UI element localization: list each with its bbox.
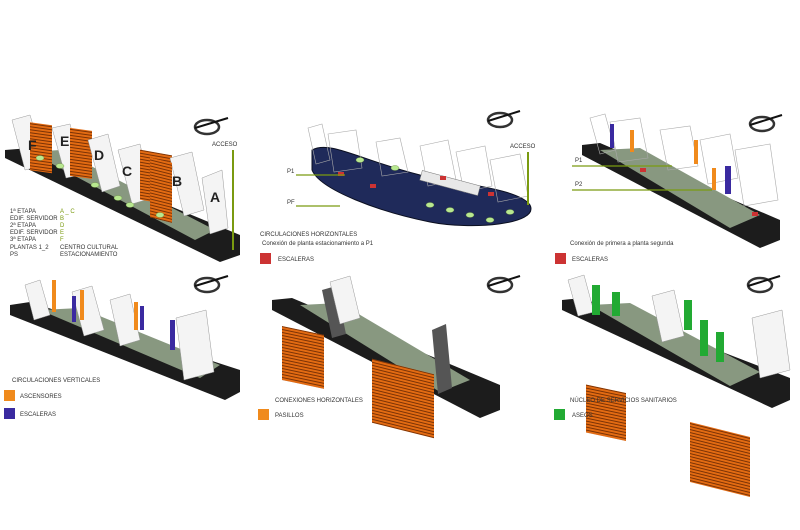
panel-2-title: CIRCULACIONES HORIZONTALES [260, 232, 357, 238]
facade-west [586, 384, 626, 442]
block-letter-a: A [210, 189, 220, 205]
facade-west [282, 325, 324, 389]
panel-3-upper-connection: P1 P2 Conexión de primera a planta segun… [555, 113, 783, 264]
legend-swatch-stairs [4, 408, 15, 419]
svg-text:1ª ETAPA: 1ª ETAPA [10, 208, 36, 215]
block-west-side [322, 286, 346, 338]
north-arrow-icon [193, 117, 229, 136]
north-arrow-icon [193, 275, 229, 294]
site-green [590, 303, 760, 386]
parking-slab [311, 146, 532, 227]
panel-2-subtitle: Conexión de planta estacionamiento a P1 [262, 241, 374, 247]
acceso-label: ACCESO [510, 144, 536, 150]
panel-2-horizontal-circulation: P1 PF ACCESO CIRCULACIONES HORIZONTALES … [260, 110, 536, 264]
legend-label-elevators: ASCENSORES [20, 394, 62, 400]
block-a-front [201, 169, 229, 235]
svg-text:PS: PS [10, 252, 18, 258]
legend-label-stairs: ESCALERAS [20, 412, 56, 418]
vertical-cores [52, 280, 175, 350]
level-pf-label: PF [287, 200, 295, 206]
svg-text:PLANTAS 1_2: PLANTAS 1_2 [10, 245, 49, 251]
svg-text:D: D [60, 223, 65, 229]
plaza-slab [419, 170, 481, 196]
legend-swatch-stairs [555, 253, 566, 264]
panel-5-corridors: CONEXIONES HORIZONTALES PASILLOS [258, 275, 521, 439]
north-arrow-icon [486, 110, 521, 129]
white-blocks [329, 275, 361, 325]
panel-4-title: CIRCULACIONES VERTICALES [12, 378, 100, 384]
legend-label-stairs: ESCALERAS [572, 257, 608, 263]
block-d-front [87, 133, 121, 193]
panel-3-subtitle: Conexión de primera a planta segunda [570, 241, 674, 247]
block-letter-b: B [172, 173, 182, 189]
legend-label-stairs: ESCALERAS [278, 257, 314, 263]
site-base [5, 148, 240, 262]
stair-marks [338, 172, 494, 196]
block-b-front [169, 151, 205, 217]
svg-text:EDIF. SERVIDOR: EDIF. SERVIDOR [10, 230, 58, 236]
legend-swatch-elevators [4, 390, 15, 401]
block-letter-e: E [60, 133, 69, 149]
wireframe-blocks [589, 113, 779, 207]
stages-legend: 1ª ETAPA EDIF. SERVIDOR 2ª ETAPA EDIF. S… [10, 208, 119, 258]
white-blocks [24, 279, 215, 381]
north-arrow-icon [486, 275, 521, 294]
white-blocks [567, 274, 791, 379]
facade-b [150, 157, 172, 223]
block-east-side [432, 324, 452, 394]
svg-text:EDIF. SERVIDOR: EDIF. SERVIDOR [10, 216, 58, 222]
panel-6-title: NÚCLEO DE SERVICIOS SANITARIOS [570, 397, 677, 404]
block-letter-f: F [28, 137, 37, 153]
level-p1-label: P1 [575, 158, 583, 164]
svg-text:B: B [60, 216, 64, 222]
svg-text:A _ C: A _ C [60, 209, 75, 215]
facade-east [372, 358, 434, 439]
panel-5-title: CONEXIONES HORIZONTALES [275, 398, 363, 404]
trees [35, 155, 165, 218]
restroom-cores [592, 285, 724, 362]
legend-label-restrooms: ASEOS [572, 413, 593, 419]
svg-text:F: F [60, 237, 64, 243]
block-letter-d: D [94, 147, 104, 163]
site-green [600, 148, 760, 228]
elevator-marks [610, 124, 731, 194]
site-base [10, 302, 240, 400]
acceso-label: ACCESO [212, 142, 238, 148]
legend-swatch-stairs [260, 253, 271, 264]
svg-text:3ª ETAPA: 3ª ETAPA [10, 236, 36, 243]
panel-6-sanitary-core: NÚCLEO DE SERVICIOS SANITARIOS ASEOS [554, 274, 791, 497]
legend-swatch-corridors [258, 409, 269, 420]
block-letter-c: C [122, 163, 132, 179]
panel-1-stages: F E D C B A ACCESO 1ª ETAPA EDIF. SERVID… [5, 114, 240, 262]
facade-f [30, 122, 52, 174]
north-arrow-icon [746, 275, 781, 294]
legend-label-corridors: PASILLOS [275, 413, 304, 419]
facade-east [690, 422, 750, 497]
svg-text:E: E [60, 230, 64, 236]
stair-marks [640, 168, 758, 216]
trees [355, 157, 515, 223]
level-p2-label: P2 [575, 182, 583, 188]
facade-e [70, 127, 92, 179]
panel-4-vertical-circulation: CIRCULACIONES VERTICALES ASCENSORES ESCA… [4, 275, 240, 419]
svg-text:ESTACIONAMIENTO: ESTACIONAMIENTO [60, 252, 118, 258]
legend-swatch-restrooms [554, 409, 565, 420]
svg-text:2ª ETAPA: 2ª ETAPA [10, 222, 36, 229]
north-arrow-icon [748, 114, 783, 133]
level-p1-label: P1 [287, 169, 295, 175]
svg-text:CENTRO CULTURAL: CENTRO CULTURAL [60, 245, 119, 251]
